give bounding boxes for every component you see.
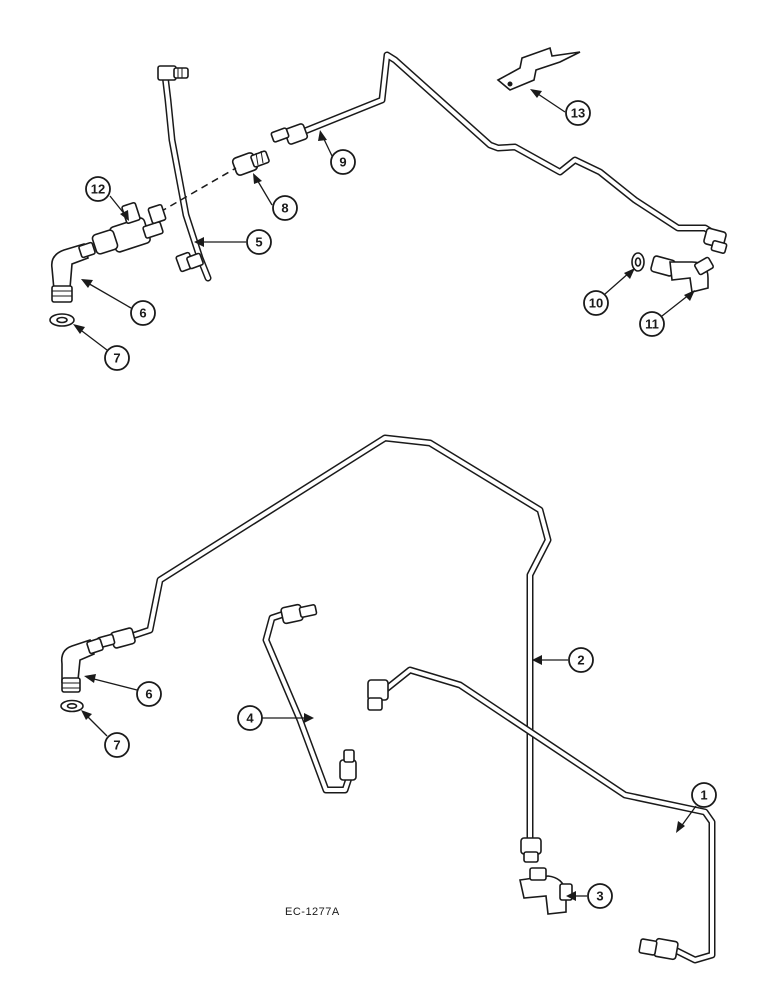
pipe-9 (270, 51, 728, 254)
pipe-5 (157, 65, 212, 282)
callout-7-upper: 7 (73, 324, 130, 371)
pipe-1-left-fitting (367, 679, 389, 711)
adapter-8 (231, 150, 270, 176)
washer-10 (631, 252, 645, 272)
bracket-13 (496, 46, 581, 91)
callout-4: 4 (237, 705, 314, 731)
callout-13: 13 (530, 89, 591, 126)
pipe-5-top-fitting (157, 65, 189, 81)
pipe-4-top-fitting (280, 603, 318, 625)
pipe-2-bottom-fitting (520, 837, 542, 863)
tee-12 (91, 201, 167, 255)
callout-6-upper: 6 (81, 279, 156, 326)
pipe-9-left-fitting (270, 123, 309, 145)
washer-7-upper (49, 313, 75, 327)
pipe-9-right-fitting (703, 227, 728, 254)
elbow-3 (519, 867, 573, 915)
elbow-6-upper (50, 241, 96, 303)
callout-6-upper-label: 6 (139, 306, 146, 321)
callout-3: 3 (566, 883, 613, 909)
pipe-4 (262, 603, 357, 794)
callout-2: 2 (532, 647, 594, 673)
elbow-11 (650, 255, 714, 293)
callout-12: 12 (85, 176, 129, 221)
callout-4-label: 4 (246, 711, 254, 726)
washer-7-lower (60, 699, 84, 713)
callout-3-label: 3 (596, 889, 603, 904)
callout-10: 10 (583, 268, 635, 316)
callout-7-lower: 7 (81, 710, 130, 758)
callout-7-lower-label: 7 (113, 738, 120, 753)
callout-11: 11 (639, 290, 695, 337)
callout-7-upper-label: 7 (113, 351, 120, 366)
pipe-2 (96, 434, 552, 863)
callout-13-label: 13 (571, 106, 585, 121)
figure-code: EC-1277A (285, 906, 340, 918)
callout-6-lower: 6 (84, 674, 162, 707)
pipe-4-bottom-fitting (339, 749, 357, 781)
elbow-6-lower (60, 637, 104, 693)
callout-6-lower-label: 6 (145, 687, 152, 702)
pipe-5-bottom-fitting (175, 251, 204, 273)
callout-9-label: 9 (339, 155, 346, 170)
callout-5: 5 (194, 229, 272, 255)
callout-12-label: 12 (91, 182, 105, 197)
callout-9: 9 (318, 130, 356, 175)
callout-10-label: 10 (589, 296, 603, 311)
callout-5-label: 5 (255, 235, 262, 250)
callout-1: 1 (676, 782, 717, 833)
pipe-1 (367, 666, 716, 964)
callout-8: 8 (253, 173, 298, 221)
callout-2-label: 2 (577, 653, 584, 668)
callout-8-label: 8 (281, 201, 288, 216)
alignment-line (159, 167, 237, 213)
callout-1-label: 1 (700, 788, 707, 803)
callouts: 13 9 8 12 5 (73, 89, 717, 909)
pipe-1-bottom-fitting (638, 937, 679, 961)
callout-11-label: 11 (645, 317, 659, 332)
